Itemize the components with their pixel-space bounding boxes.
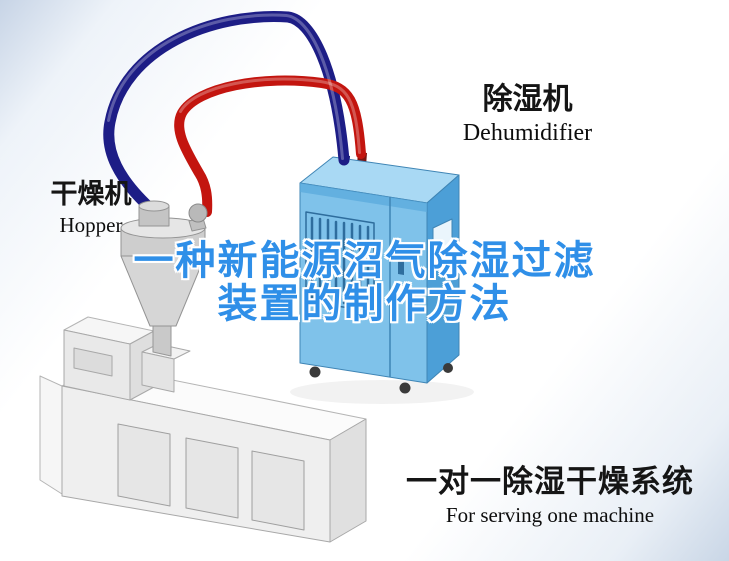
dehumidifier-top-strip <box>300 183 427 212</box>
dehumidifier-label-cn: 除湿机 <box>482 83 573 116</box>
dehumidifier-front-face <box>299 182 428 384</box>
hopper-label: 干燥机 Hopper <box>24 172 158 238</box>
system-label: 一对一除湿干燥系统 For serving one machine <box>396 456 704 528</box>
connection-pipes <box>103 11 366 217</box>
hopper-label-en: Hopper <box>59 213 123 237</box>
dehumidifier-shadow <box>290 380 474 404</box>
vent-grille <box>310 216 370 309</box>
extruder-small-panel <box>73 347 113 377</box>
dehumidifier-label: 除湿机 Dehumidifier <box>430 74 625 147</box>
system-label-cn: 一对一除湿干燥系统 <box>406 464 694 499</box>
hopper-label-cn: 干燥机 <box>50 179 132 209</box>
extruder-panel-3 <box>251 450 305 531</box>
feed-throat-front <box>141 351 175 393</box>
red-pipe <box>174 75 366 217</box>
vent-frame <box>305 211 375 313</box>
caster-wheel <box>309 366 321 378</box>
watermark-line1: 一种新能源沼气除湿过滤 <box>133 239 596 283</box>
caster-wheel <box>443 363 453 373</box>
extruder-machine <box>39 316 367 543</box>
extruder-panel-2 <box>185 437 239 519</box>
red-pipe-highlight <box>179 77 361 154</box>
extruder-right-face <box>329 418 367 543</box>
blue-pipe <box>103 11 350 214</box>
blue-pipe-highlight <box>107 13 344 160</box>
caster-wheel <box>399 382 411 394</box>
watermark-line2: 装置的制作方法 <box>217 282 512 327</box>
dehumidifier-label-en: Dehumidifier <box>462 120 593 146</box>
side-control-panel <box>432 218 453 265</box>
hopper-dryer <box>120 200 208 357</box>
door-handle <box>398 258 404 275</box>
system-label-en: For serving one machine <box>445 503 655 527</box>
hopper-motor <box>188 203 208 223</box>
extruder-left-face <box>39 375 63 495</box>
extruder-panel-1 <box>117 423 171 507</box>
watermark-title: 一种新能源沼气除湿过滤 装置的制作方法 <box>0 239 729 327</box>
hopper-loader-cap <box>138 200 170 212</box>
dehumidifier-machine <box>299 152 460 394</box>
